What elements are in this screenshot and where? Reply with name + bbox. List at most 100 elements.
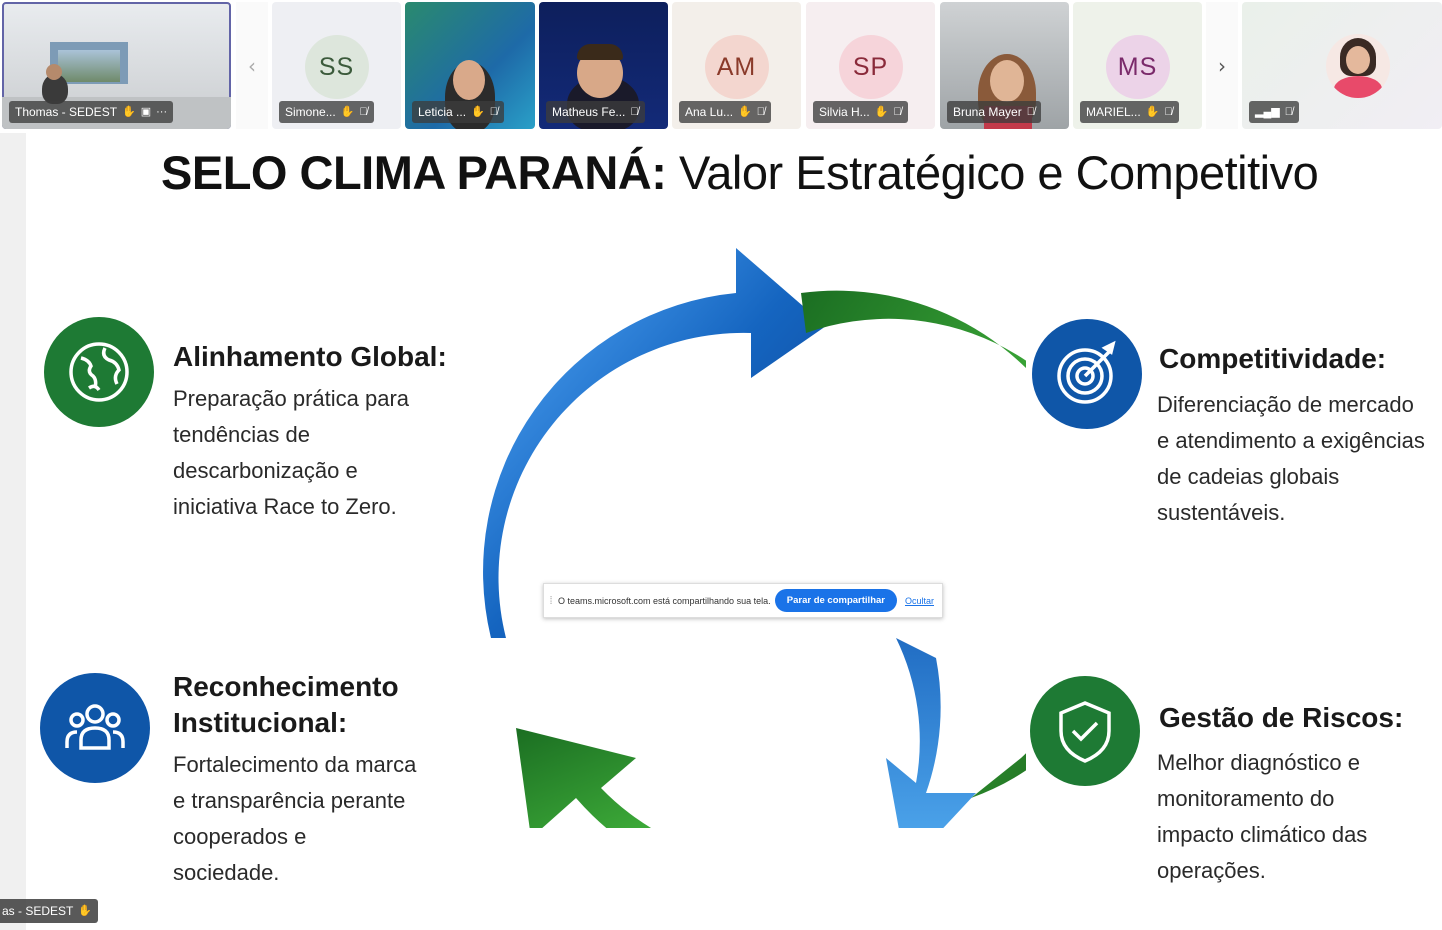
feature-text-line: cooperados e [173, 824, 307, 849]
more-icon[interactable]: ··· [156, 105, 168, 118]
participant-tile-bruna[interactable]: Bruna Mayer 🎙̸ [940, 2, 1069, 129]
hand-icon: ✋ [738, 105, 752, 118]
hand-icon: ✋ [471, 105, 485, 118]
screen-share-icon: ▣ [140, 105, 152, 118]
feature-text-line: de cadeias globais [1157, 464, 1340, 489]
people-icon [40, 673, 150, 783]
globe-icon [44, 317, 154, 427]
feature-text-line: tendências de [173, 422, 310, 447]
presenter-name-chip: as - SEDEST ✋ [0, 899, 99, 923]
participant-name: Matheus Fe... [552, 105, 626, 119]
shared-slide: SELO CLIMA PARANÁ: Valor Estratégico e C… [26, 133, 1442, 930]
feature-text-line: iniciativa Race to Zero. [173, 494, 397, 519]
feature-text-line: Fortalecimento da marca [173, 752, 417, 777]
feature-text-line: impacto climático das [1157, 822, 1368, 847]
avatar-initials: SS [318, 52, 355, 81]
cycle-arrow-blue-top [483, 248, 826, 638]
feature-text-line: operações. [1157, 858, 1266, 883]
avatar-photo [1326, 34, 1390, 98]
cycle-arrows-graphic [483, 248, 1026, 828]
feature-text-line: sociedade. [173, 860, 280, 885]
feature-heading: Gestão de Riscos: [1159, 702, 1404, 733]
participant-name-chip: Simone... ✋ 🎙̸ [279, 101, 374, 123]
participant-name: Bruna Mayer [953, 105, 1022, 119]
stop-sharing-button[interactable]: Parar de compartilhar [774, 589, 897, 612]
participant-name-chip: Matheus Fe... 🎙̸ [546, 101, 645, 123]
cycle-arrow-green-right [801, 290, 1026, 798]
mic-off-icon: 🎙̸ [630, 105, 639, 118]
mic-off-icon: 🎙̸ [893, 105, 902, 118]
participant-tile-simone[interactable]: SS Simone... ✋ 🎙̸ [272, 2, 401, 129]
slide-title-light: Valor Estratégico e Competitivo [678, 146, 1319, 199]
hand-icon: ✋ [340, 105, 355, 118]
participant-tile-ana[interactable]: AM Ana Lu... ✋ 🎙̸ [672, 2, 801, 129]
feature-text-line: e atendimento a exigências [1157, 428, 1425, 453]
presenter-name: as - SEDEST [2, 904, 74, 918]
participant-strip: Thomas - SEDEST ✋ ▣ ··· ‹ SS Simone... ✋… [0, 0, 1442, 132]
cycle-arrow-green-bottom [516, 728, 652, 828]
feature-text-line: Preparação prática para [173, 386, 410, 411]
hand-icon: ✋ [78, 904, 93, 917]
feature-heading: Reconhecimento Institucional: [173, 669, 399, 741]
avatar: AM [704, 35, 769, 99]
participant-tile-mariel[interactable]: MS MARIEL... ✋ 🎙̸ [1073, 2, 1202, 129]
feature-text-line: e transparência perante [173, 788, 406, 813]
stage-gutter [0, 133, 26, 930]
participant-name: Ana Lu... [685, 105, 734, 119]
participant-name-chip: ▂▄▆ 🎙̸ [1249, 101, 1299, 123]
mic-off-icon: 🎙̸ [756, 105, 765, 118]
hand-icon: ✋ [874, 105, 889, 118]
participant-tile-photo[interactable]: ▂▄▆ 🎙̸ [1242, 2, 1442, 129]
feature-text-line: Melhor diagnóstico e [1157, 750, 1361, 775]
participant-tile-thomas[interactable]: Thomas - SEDEST ✋ ▣ ··· [2, 2, 231, 129]
avatar-initials: AM [716, 52, 757, 81]
hand-icon: ✋ [1145, 105, 1160, 118]
participant-name: Leticia ... [418, 105, 467, 119]
hide-link[interactable]: Ocultar [904, 595, 934, 606]
avatar: SS [304, 35, 369, 99]
strip-next-button[interactable]: › [1206, 2, 1238, 129]
mic-off-icon: 🎙̸ [359, 105, 368, 118]
feature-text: Diferenciação de mercado e atendimento a… [1157, 387, 1425, 531]
shield-check-icon [1030, 676, 1140, 786]
strip-prev-button[interactable]: ‹ [236, 2, 268, 129]
feature-text: Melhor diagnóstico e monitoramento do im… [1157, 745, 1367, 889]
hand-icon: ✋ [122, 105, 136, 118]
target-icon [1032, 319, 1142, 429]
participant-name-chip: MARIEL... ✋ 🎙̸ [1080, 101, 1179, 123]
share-message: O teams.microsoft.com está compartilhand… [558, 595, 771, 606]
feature-text: Fortalecimento da marca e transparência … [173, 747, 416, 891]
slide-title: SELO CLIMA PARANÁ: Valor Estratégico e C… [161, 145, 1319, 200]
feature-text-line: descarbonização e [173, 458, 358, 483]
mic-off-icon: 🎙̸ [1026, 105, 1035, 118]
participant-name: Silvia H... [819, 105, 870, 119]
feature-heading: Competitividade: [1159, 343, 1387, 374]
participant-tile-leticia[interactable]: Leticia ... ✋ 🎙̸ [405, 2, 535, 129]
feature-heading-line: Institucional: [173, 707, 348, 738]
participant-name-chip: Leticia ... ✋ 🎙̸ [412, 101, 504, 123]
participant-name-chip: Thomas - SEDEST ✋ ▣ ··· [9, 101, 174, 123]
cycle-arrow-blue-right [886, 638, 976, 828]
chevron-left-icon: ‹ [248, 53, 256, 78]
feature-text-line: monitoramento do [1157, 786, 1335, 811]
mic-off-icon: 🎙̸ [489, 105, 498, 118]
avatar: SP [838, 35, 903, 99]
avatar-initials: MS [1117, 52, 1158, 81]
avatar: MS [1105, 35, 1170, 99]
participant-tile-matheus[interactable]: Matheus Fe... 🎙̸ [539, 2, 668, 129]
drag-handle-icon[interactable]: ⁞ [549, 594, 553, 607]
chevron-right-icon: › [1218, 53, 1226, 78]
participant-name-chip: Bruna Mayer 🎙̸ [947, 101, 1041, 123]
participant-name: MARIEL... [1086, 105, 1141, 119]
feature-heading: Alinhamento Global: [173, 341, 447, 372]
feature-text-line: sustentáveis. [1157, 500, 1286, 525]
feature-heading-line: Reconhecimento [173, 671, 399, 702]
feature-text-line: Diferenciação de mercado [1157, 392, 1414, 417]
feature-text: Preparação prática para tendências de de… [173, 381, 409, 525]
participant-name-chip: Silvia H... ✋ 🎙̸ [813, 101, 908, 123]
mic-off-icon: 🎙̸ [1164, 105, 1173, 118]
participant-name-chip: Ana Lu... ✋ 🎙̸ [679, 101, 771, 123]
participant-tile-silvia[interactable]: SP Silvia H... ✋ 🎙̸ [806, 2, 935, 129]
screen-share-bar: ⁞ O teams.microsoft.com está compartilha… [543, 583, 943, 618]
slide-title-bold: SELO CLIMA PARANÁ: [161, 146, 667, 199]
